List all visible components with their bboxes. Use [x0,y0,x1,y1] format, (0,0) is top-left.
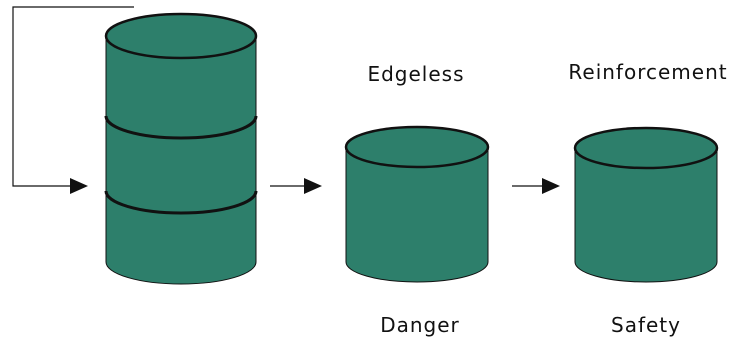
feedback-arrowhead [70,178,88,194]
edgeless-cylinder-top [344,125,490,169]
label-reinforcement: Reinforcement [568,60,728,84]
label-safety: Safety [611,313,681,337]
stacked-cylinder [104,12,258,285]
edgeless-cylinder [344,125,490,283]
stacked-cylinder-divider-1 [104,115,258,140]
stacked-cylinder-divider-2 [104,190,258,215]
stacked-cylinder-body [105,35,257,285]
reinforcement-cylinder [573,126,719,283]
feedback-loop-line [12,6,134,187]
reinforcement-cylinder-top [573,126,719,170]
arrow-1-head [304,178,322,194]
label-danger: Danger [380,313,460,337]
label-edgeless: Edgeless [367,62,465,86]
arrow-2-head [542,178,560,194]
edgeless-cylinder-body [345,146,489,283]
reinforcement-cylinder-body [574,147,718,283]
stacked-cylinder-top [104,12,258,60]
